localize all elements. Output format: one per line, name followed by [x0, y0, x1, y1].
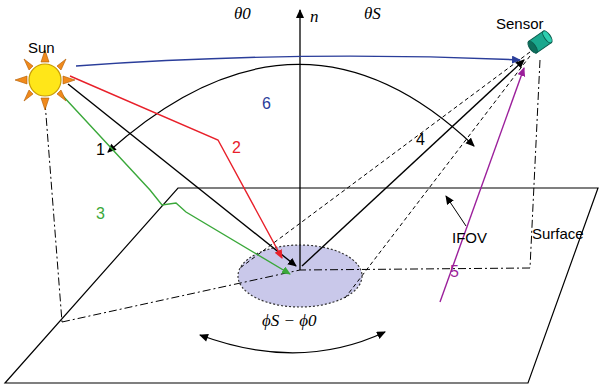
ray-direct — [68, 84, 296, 266]
sensor-icon — [526, 29, 554, 54]
ray-adjacent — [62, 95, 290, 274]
angle-label: ϕS − ϕ0 — [262, 312, 317, 329]
ray-diffuse — [70, 76, 282, 258]
callout-number: 3 — [96, 206, 105, 222]
callout-number: 4 — [416, 132, 425, 148]
callout-number: 2 — [232, 140, 241, 156]
angle-label: θ0 — [234, 5, 251, 22]
ray-path — [76, 56, 520, 66]
sun-icon — [15, 50, 75, 110]
axis-label: n — [310, 8, 319, 25]
angle-label: θS — [364, 5, 381, 22]
normal-axis — [299, 10, 300, 270]
sun-label: Sun — [28, 40, 55, 55]
sensor-label: Sensor — [496, 16, 544, 31]
surface-plane — [5, 188, 598, 383]
surface-label: Surface — [532, 226, 584, 241]
ifov-lines — [240, 52, 530, 298]
ray-neighbour — [440, 68, 524, 302]
zenith-arc — [108, 64, 474, 152]
leader-line — [446, 196, 466, 226]
ray-reflected — [302, 60, 524, 266]
callout-number: 6 — [262, 96, 271, 112]
ifov-label: IFOV — [452, 230, 487, 245]
callout-number: 5 — [450, 264, 459, 280]
azimuth-arc — [200, 332, 385, 353]
callout-number: 1 — [96, 142, 105, 158]
